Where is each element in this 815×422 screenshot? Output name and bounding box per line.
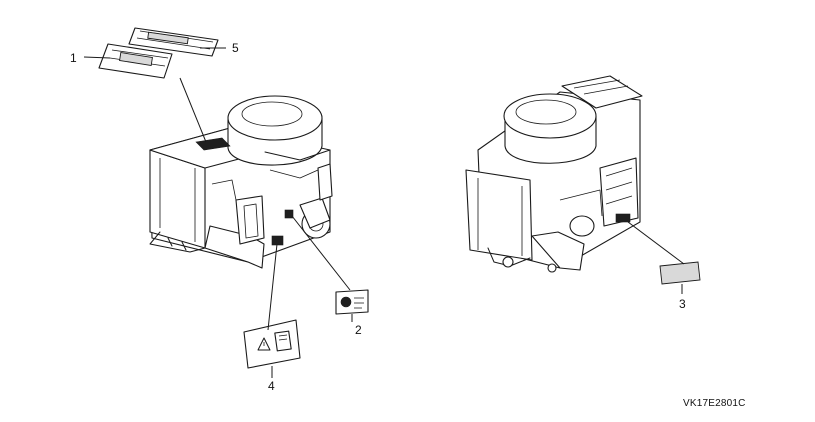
label-honda-plate-1 <box>98 43 173 79</box>
callout-5: 5 <box>232 41 239 55</box>
callout-1: 1 <box>70 51 77 65</box>
drawing-code: VK17E2801C <box>683 398 746 409</box>
engine-left <box>149 95 333 269</box>
label-emblem-2 <box>335 289 369 315</box>
callout-3: 3 <box>679 297 686 311</box>
label-plain-3 <box>659 261 701 285</box>
callout-2: 2 <box>355 323 362 337</box>
engine-right <box>465 75 643 273</box>
callout-4: 4 <box>268 379 275 393</box>
label-honda-plate-5 <box>128 27 219 57</box>
label-warning-4 <box>243 319 301 369</box>
